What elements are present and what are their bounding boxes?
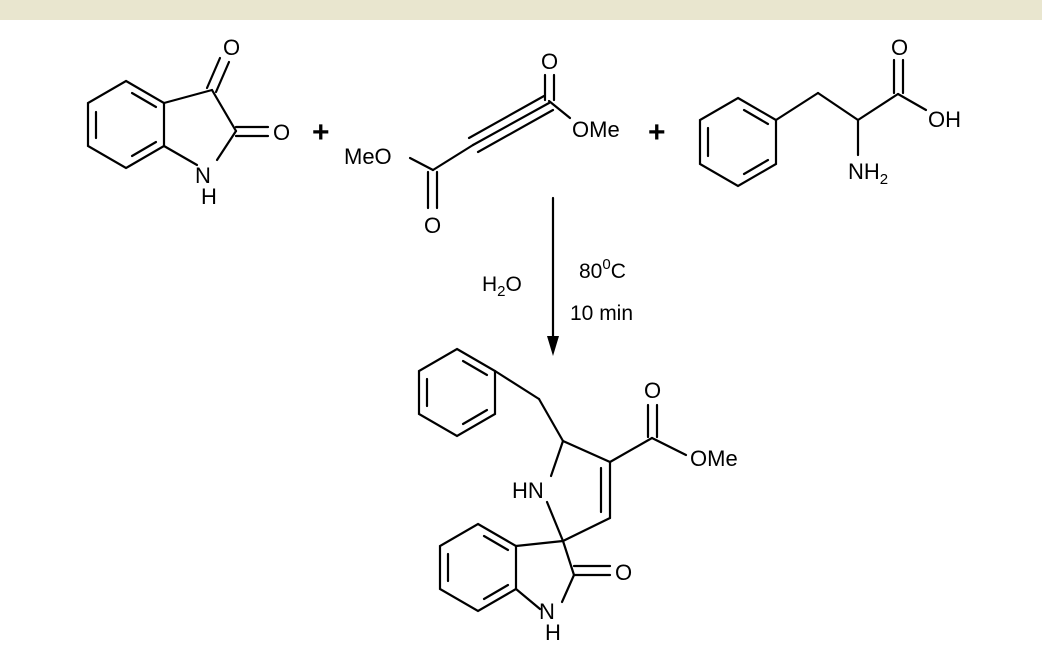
dmad-structure: O OMe MeO O — [344, 49, 620, 238]
phenylalanine-bond — [774, 91, 820, 122]
phenylalanine-structure: O OH NH2 — [698, 35, 961, 188]
product-oxygen-ester: O — [644, 378, 661, 403]
product-hn: HN — [512, 478, 544, 503]
condition-time: 10 min — [570, 302, 633, 325]
isatin-oxygen-top: O — [223, 35, 240, 60]
condition-temperature: 800C — [579, 256, 626, 283]
phenylalanine-benzene-ring — [698, 96, 778, 188]
product-hydrogen: H — [545, 620, 561, 645]
dmad-triple-bond — [471, 101, 551, 147]
isatin-structure: O O N H — [86, 35, 290, 209]
product-bond — [561, 439, 612, 464]
product-bond — [514, 539, 565, 548]
isatin-bond — [215, 129, 238, 162]
dmad-meo-left: MeO — [344, 144, 392, 169]
phenylalanine-amine: NH2 — [848, 159, 888, 188]
isatin-hydrogen: H — [201, 184, 217, 209]
product-structure: O OMe HN O N H — [417, 347, 738, 645]
product-bond — [514, 587, 542, 611]
dmad-oxygen-top: O — [541, 49, 558, 74]
product-bond — [549, 439, 565, 478]
isatin-double-bond — [130, 140, 158, 158]
product-bond — [561, 516, 612, 543]
plus-sign-2: + — [648, 116, 666, 149]
phenylalanine-oxygen: O — [891, 35, 908, 60]
isatin-double-bond — [130, 91, 158, 109]
product-bond — [650, 436, 688, 457]
product-bond — [545, 500, 565, 543]
product-oxindole-benzene-ring — [438, 522, 518, 613]
condition-solvent: H2O — [482, 273, 522, 300]
isatin-oxygen-right: O — [273, 120, 290, 145]
product-nitrogen: N — [539, 599, 555, 624]
arrow-head — [547, 336, 559, 356]
isatin-nitrogen: N — [195, 163, 211, 188]
product-bond — [608, 436, 654, 464]
isatin-bond — [162, 144, 199, 167]
product-bond — [537, 397, 565, 443]
isatin-benzene-ring — [86, 79, 166, 170]
product-bond — [561, 539, 576, 577]
isatin-bond — [162, 88, 214, 105]
plus-sign-1: + — [312, 116, 330, 149]
product-double-bond — [461, 359, 489, 377]
product-oxygen-lactam: O — [615, 560, 632, 585]
phenylalanine-hydroxyl: OH — [928, 107, 961, 132]
isatin-bond — [210, 88, 238, 133]
dmad-triple-bond — [476, 108, 555, 154]
reaction-arrow — [547, 196, 559, 356]
product-bond — [560, 573, 576, 604]
dmad-ome-right: OMe — [572, 117, 620, 142]
top-bar — [0, 0, 1042, 20]
dmad-triple-bond — [467, 94, 546, 140]
phenylalanine-bond — [816, 91, 860, 122]
dmad-bond — [431, 143, 475, 172]
product-benzene-ring — [417, 347, 497, 438]
dmad-oxygen-bottom: O — [424, 213, 441, 238]
product-double-bond — [461, 408, 489, 426]
product-double-bond — [482, 583, 510, 601]
product-ome: OMe — [690, 446, 738, 471]
dmad-bond — [547, 99, 572, 120]
phenylalanine-bond — [896, 92, 928, 112]
phenylalanine-double-bond — [742, 158, 770, 176]
phenylalanine-bond — [856, 92, 900, 122]
product-double-bond — [482, 534, 510, 552]
isatin-carbonyl — [214, 60, 231, 94]
product-bond — [493, 369, 541, 401]
isatin-carbonyl — [205, 56, 222, 90]
phenylalanine-double-bond — [742, 108, 770, 126]
dmad-bond — [408, 156, 435, 172]
